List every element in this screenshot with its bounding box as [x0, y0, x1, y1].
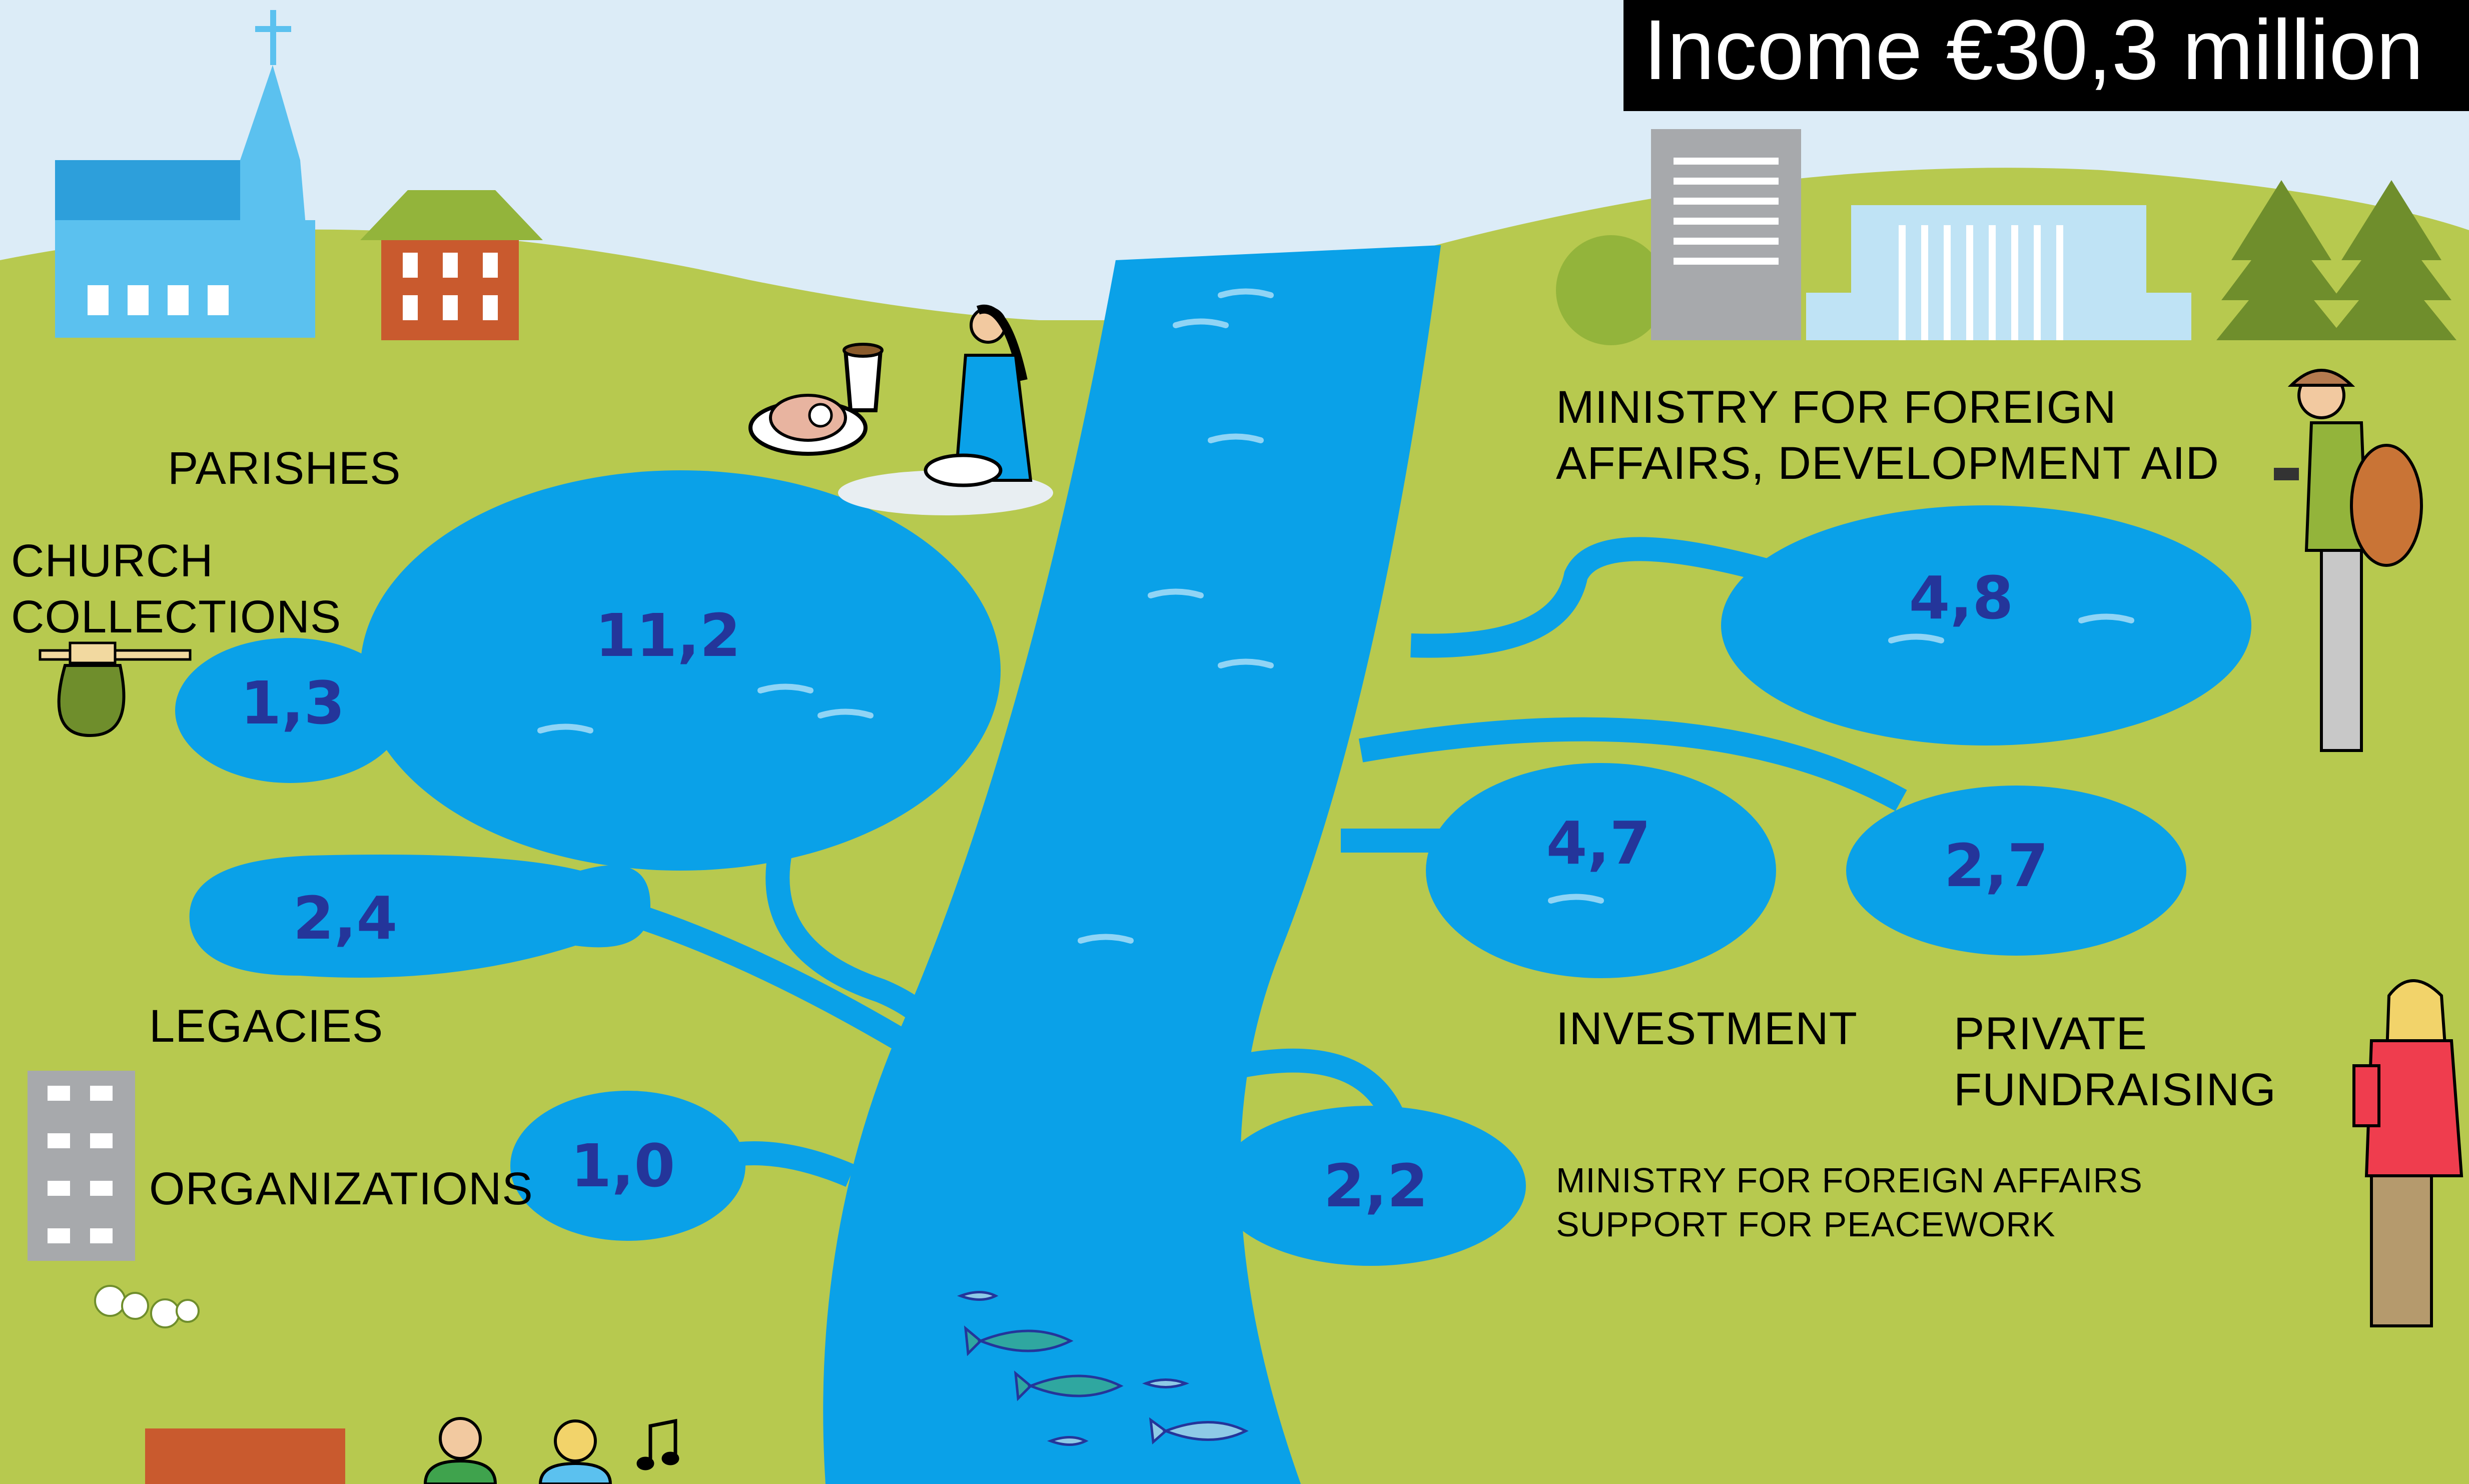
- label-private-fundraising: PRIVATE FUNDRAISING: [1954, 1006, 2276, 1118]
- house-icon: [360, 190, 543, 340]
- label-mfa-development-line-1: MINISTRY FOR FOREIGN: [1556, 382, 2117, 433]
- value-mfa-development-aid: 4,8: [1909, 563, 2014, 632]
- income-title: Income €30,3 million: [1623, 0, 2469, 111]
- label-church-collections: CHURCH COLLECTIONS: [11, 533, 341, 645]
- coffee-cup-icon: [843, 343, 884, 412]
- value-legacies: 2,4: [293, 884, 398, 953]
- baking-woman-icon: [838, 304, 1053, 515]
- label-church-collections-line-1: CHURCH: [11, 535, 214, 586]
- hiker-with-phone-icon: [2274, 369, 2423, 752]
- pastry-plate-icon: [748, 394, 868, 456]
- label-mfa-peacework-line-2: SUPPORT FOR PEACEWORK: [1556, 1205, 2056, 1244]
- fish-icon: [957, 1291, 1249, 1446]
- lake-mfa-peacework: [1216, 1106, 1526, 1266]
- water-ripples: [537, 288, 2134, 944]
- value-church-collections: 1,3: [240, 668, 345, 737]
- lake-church-collections: [175, 638, 405, 783]
- lake-parishes: [360, 470, 1001, 871]
- government-building-icon: [1806, 205, 2191, 340]
- label-mfa-development-aid: MINISTRY FOR FOREIGN AFFAIRS, DEVELOPMEN…: [1556, 379, 2219, 491]
- red-bench: [145, 1428, 345, 1484]
- label-private-fundraising-line-2: FUNDRAISING: [1954, 1064, 2276, 1115]
- fundraiser-woman-icon: [2352, 979, 2463, 1327]
- singers-icon: [423, 1417, 612, 1484]
- label-mfa-peacework: MINISTRY FOR FOREIGN AFFAIRS SUPPORT FOR…: [1556, 1158, 2143, 1246]
- flowers-icon: [94, 1285, 200, 1328]
- value-parishes: 11,2: [595, 601, 741, 670]
- label-investment: INVESTMENT: [1556, 1003, 1858, 1054]
- value-mfa-peacework: 2,2: [1323, 1151, 1428, 1220]
- label-private-fundraising-line-1: PRIVATE: [1954, 1008, 2147, 1059]
- collection-bag-icon: [39, 641, 192, 737]
- lake-investment: [1426, 763, 1776, 978]
- label-mfa-peacework-line-1: MINISTRY FOR FOREIGN AFFAIRS: [1556, 1161, 2143, 1200]
- label-legacies: LEGACIES: [149, 1001, 384, 1052]
- label-parishes: PARISHES: [168, 443, 401, 494]
- label-organizations: ORGANIZATIONS: [149, 1163, 533, 1214]
- music-note-icon: [636, 1418, 679, 1470]
- lake-private-fundraising: [1846, 786, 2186, 956]
- apartment-block-icon: [28, 1071, 135, 1261]
- label-church-collections-line-2: COLLECTIONS: [11, 591, 342, 642]
- tree-icon: [2216, 180, 2456, 340]
- lake-mfa-development: [1721, 505, 2251, 746]
- value-investment: 4,7: [1546, 809, 1651, 878]
- lake-organizations: [510, 1091, 745, 1241]
- church-icon: [55, 10, 315, 338]
- lake-legacies: [189, 855, 651, 978]
- label-mfa-development-line-2: AFFAIRS, DEVELOPMENT AID: [1556, 438, 2219, 489]
- value-private-fundraising: 2,7: [1944, 831, 2049, 900]
- value-organizations: 1,0: [570, 1131, 675, 1200]
- main-river: [823, 245, 1441, 1484]
- office-building-icon: [1556, 129, 1801, 345]
